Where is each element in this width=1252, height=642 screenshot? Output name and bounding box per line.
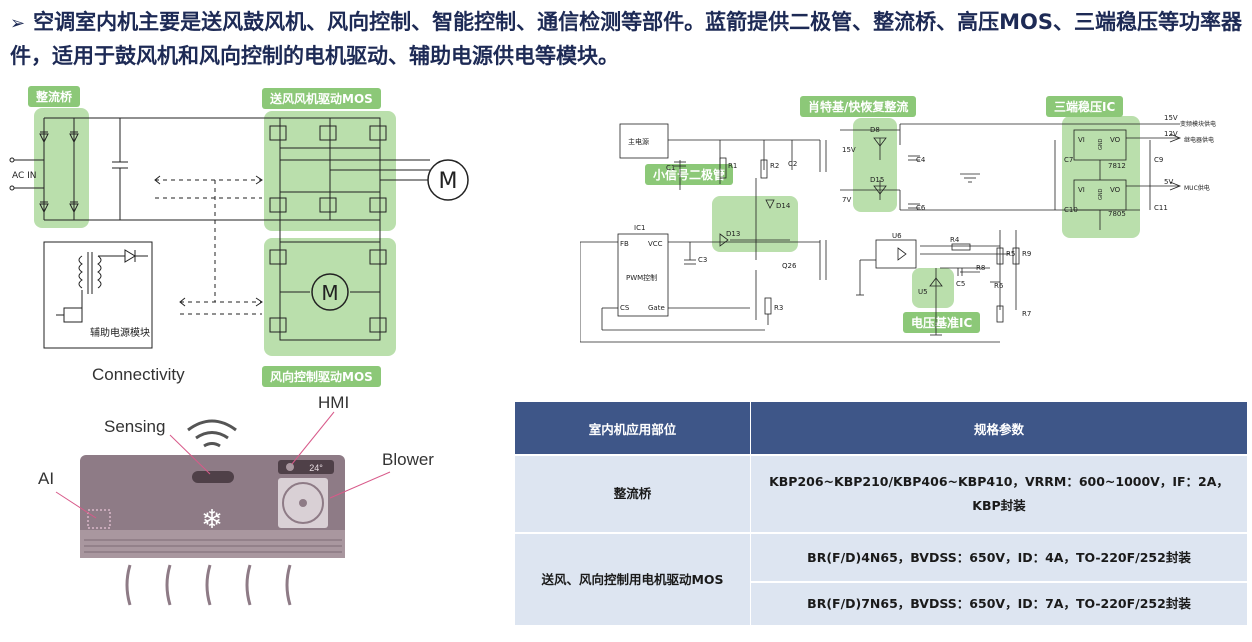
motor-2-icon bbox=[311, 273, 349, 311]
out5-desc: MUC供电 bbox=[1184, 184, 1210, 192]
table-row: 整流桥 KBP206~KBP210/KBP406~KBP410，VRRM：600… bbox=[515, 454, 1248, 533]
reg1-vi: VI bbox=[1078, 136, 1085, 144]
part-c7: C7 bbox=[1064, 156, 1073, 164]
ic1-label: IC1 bbox=[634, 224, 645, 232]
pin-gate: Gate bbox=[648, 304, 665, 312]
blower-label: Blower bbox=[382, 450, 434, 469]
motor-2-label: M bbox=[321, 281, 338, 305]
out15-desc: 变频模块供电 bbox=[1180, 120, 1216, 128]
row1-part: 整流桥 bbox=[515, 454, 751, 533]
row2-spec: BR(F/D)4N65，BVDSS：650V，ID：4A，TO-220F/252… bbox=[750, 532, 1248, 582]
out12-voltage: 12V bbox=[1164, 130, 1178, 138]
header-part: 室内机应用部位 bbox=[515, 402, 751, 455]
headline: ➢空调室内机主要是送风鼓风机、风向控制、智能控制、通信检测等部件。蓝箭提供二极管… bbox=[10, 6, 1246, 72]
reg1-vo: VO bbox=[1110, 136, 1121, 144]
reg2-model: 7805 bbox=[1108, 210, 1126, 218]
reg2-vi: VI bbox=[1078, 186, 1085, 194]
part-r4: R4 bbox=[950, 236, 960, 244]
header-specs: 规格参数 bbox=[750, 402, 1248, 455]
part-r6: R6 bbox=[994, 282, 1004, 290]
part-c9: C9 bbox=[1154, 156, 1163, 164]
out5-voltage: 5V bbox=[1164, 178, 1173, 186]
part-r2: R2 bbox=[770, 162, 779, 170]
snowflake-icon: ❄ bbox=[201, 504, 223, 534]
display-temperature: 24° bbox=[309, 463, 323, 473]
pin-vcc: VCC bbox=[648, 240, 663, 248]
spec-table: 室内机应用部位 规格参数 整流桥 KBP206~KBP210/KBP406~KB… bbox=[515, 402, 1248, 625]
part-u5: U5 bbox=[918, 288, 928, 296]
part-c4: C4 bbox=[916, 156, 926, 164]
part-c10: C10 bbox=[1064, 206, 1078, 214]
part-c1: C1 bbox=[666, 164, 675, 172]
part-d14: D14 bbox=[776, 202, 791, 210]
tag-small-diode: 小信号二极管 bbox=[645, 164, 734, 185]
headline-text: 空调室内机主要是送风鼓风机、风向控制、智能控制、通信检测等部件。蓝箭提供二极管、… bbox=[10, 10, 1242, 68]
part-r1: R1 bbox=[728, 162, 737, 170]
row3-spec: BR(F/D)7N65，BVDSS：650V，ID：7A，TO-220F/252… bbox=[750, 581, 1248, 625]
part-c11: C11 bbox=[1154, 204, 1168, 212]
part-d15: D15 bbox=[870, 176, 884, 184]
reg1-gnd: GND bbox=[1098, 138, 1104, 150]
part-q26: Q26 bbox=[782, 262, 797, 270]
sensing-label: Sensing bbox=[104, 417, 165, 436]
sensor-window bbox=[192, 471, 234, 483]
tag-bridge: 整流桥 bbox=[28, 86, 81, 107]
airflow-icon bbox=[125, 564, 132, 606]
out15-voltage: 15V bbox=[1164, 114, 1178, 122]
part-r8: R8 bbox=[976, 264, 985, 272]
tag-blower-mos: 送风风机驱动MOS bbox=[262, 88, 381, 109]
motor-1-label: M bbox=[439, 169, 458, 194]
out12-desc: 继电器供电 bbox=[1184, 136, 1214, 144]
wifi-icon bbox=[187, 419, 237, 448]
tag-vref: 电压基准IC bbox=[903, 312, 981, 333]
right-circuit-diagram: 主电源 C1 R1 R2 C2 15V 7V D8 D15 C4 C6 C7 C… bbox=[580, 114, 1216, 343]
reg2-gnd: GND bbox=[1098, 188, 1104, 200]
table-row: 送风、风向控制用电机驱动MOS BR(F/D)4N65，BVDSS：650V，I… bbox=[515, 532, 1248, 625]
tag-regulator: 三端稳压IC bbox=[1046, 96, 1124, 117]
motor-1-icon bbox=[427, 159, 469, 201]
main-power-label: 主电源 bbox=[628, 137, 649, 146]
connectivity-label: Connectivity bbox=[92, 365, 185, 384]
left-circuit-diagram: M M AC IN 辅助电源模块 bbox=[9, 117, 469, 349]
tag-schottky: 肖特基/快恢复整流 bbox=[800, 96, 917, 117]
ai-label: AI bbox=[38, 469, 54, 488]
ac-in-label: AC IN bbox=[12, 171, 37, 181]
v7-tap: 7V bbox=[842, 196, 851, 204]
part-d13: D13 bbox=[726, 230, 740, 238]
part-u6: U6 bbox=[892, 232, 902, 240]
pin-cs: CS bbox=[620, 304, 630, 312]
row1-spec-line2: KBP封装 bbox=[972, 498, 1026, 513]
part-r5: R5 bbox=[1006, 250, 1015, 258]
part-r9: R9 bbox=[1022, 250, 1031, 258]
part-r7: R7 bbox=[1022, 310, 1031, 318]
tag-dir-mos: 风向控制驱动MOS bbox=[262, 366, 381, 387]
part-r3: R3 bbox=[774, 304, 783, 312]
row1-specs: KBP206~KBP210/KBP406~KBP410，VRRM：600~100… bbox=[750, 454, 1248, 533]
table-header-row: 室内机应用部位 规格参数 bbox=[515, 402, 1248, 455]
schottky-highlight bbox=[853, 118, 897, 212]
row1-spec-line1: KBP206~KBP210/KBP406~KBP410，VRRM：600~100… bbox=[769, 474, 1229, 489]
ac-vent bbox=[80, 530, 345, 558]
table-row: BR(F/D)7N65，BVDSS：650V，ID：7A，TO-220F/252… bbox=[515, 581, 1248, 625]
regulator-highlight bbox=[1062, 116, 1140, 238]
v15-tap: 15V bbox=[842, 146, 856, 154]
part-c3: C3 bbox=[698, 256, 707, 264]
vref-highlight bbox=[912, 268, 954, 308]
aux-power-label: 辅助电源模块 bbox=[90, 326, 150, 339]
row2-part: 送风、风向控制用电机驱动MOS bbox=[515, 532, 751, 625]
pin-fb: FB bbox=[620, 240, 629, 248]
part-c2: C2 bbox=[788, 160, 797, 168]
bridge-highlight bbox=[34, 108, 89, 228]
small-diode-highlight bbox=[712, 196, 798, 252]
pwm-label: PWM控制 bbox=[626, 273, 657, 282]
reg2-vo: VO bbox=[1110, 186, 1121, 194]
hmi-label: HMI bbox=[318, 393, 349, 412]
part-c5: C5 bbox=[956, 280, 965, 288]
bullet-arrow-icon: ➢ bbox=[10, 13, 26, 34]
part-d8: D8 bbox=[870, 126, 880, 134]
ac-unit-illustration: 24° ❄ Connectivity Sensing HMI Blower AI bbox=[38, 365, 434, 606]
part-c6: C6 bbox=[916, 204, 926, 212]
reg1-model: 7812 bbox=[1108, 162, 1126, 170]
